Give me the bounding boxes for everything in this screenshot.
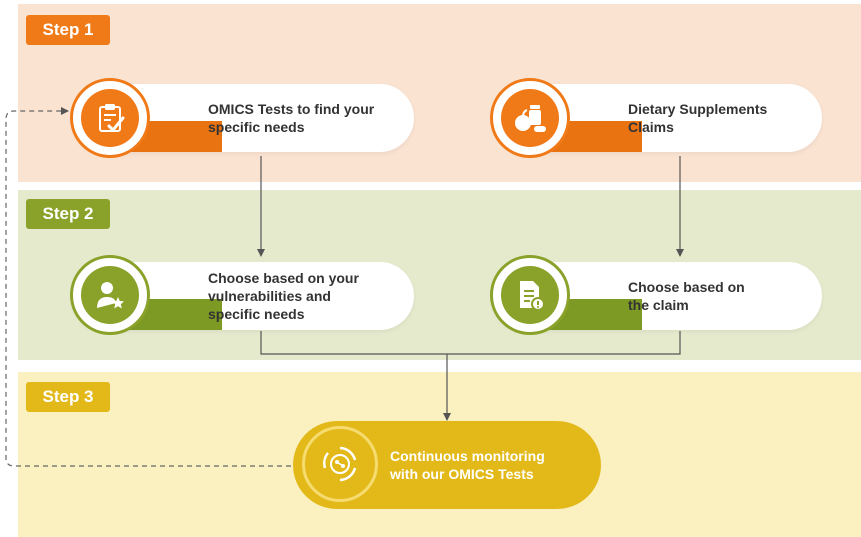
clipboard-check-icon	[99, 104, 125, 132]
step-1-label: Step 1	[26, 15, 110, 45]
choose-vulnerabilities-text: Choose based on your vulnerabilities and…	[208, 270, 359, 322]
step-3-label: Step 3	[26, 382, 110, 412]
connector-merge	[260, 331, 681, 355]
dietary-supplements-icon-circle	[490, 78, 570, 158]
dietary-supplements-text: Dietary Supplements Claims	[628, 101, 768, 135]
choose-claim-text: Choose based on the claim	[628, 279, 745, 313]
document-alert-icon	[520, 281, 545, 311]
continuous-monitoring-icon-circle	[302, 426, 378, 502]
apple-pills-icon	[515, 105, 546, 132]
cycle-monitor-icon	[323, 446, 357, 482]
connector-feedback-loop	[5, 107, 300, 467]
omics-tests-icon-circle	[70, 78, 150, 158]
continuous-monitoring-text: Continuous monitoring with our OMICS Tes…	[390, 448, 545, 482]
omics-tests-text: OMICS Tests to find your specific needs	[208, 101, 375, 135]
person-star-icon	[97, 282, 124, 309]
choose-claim-icon-circle	[490, 255, 570, 335]
choose-vulnerabilities-icon-circle	[70, 255, 150, 335]
step-2-label: Step 2	[26, 199, 110, 229]
